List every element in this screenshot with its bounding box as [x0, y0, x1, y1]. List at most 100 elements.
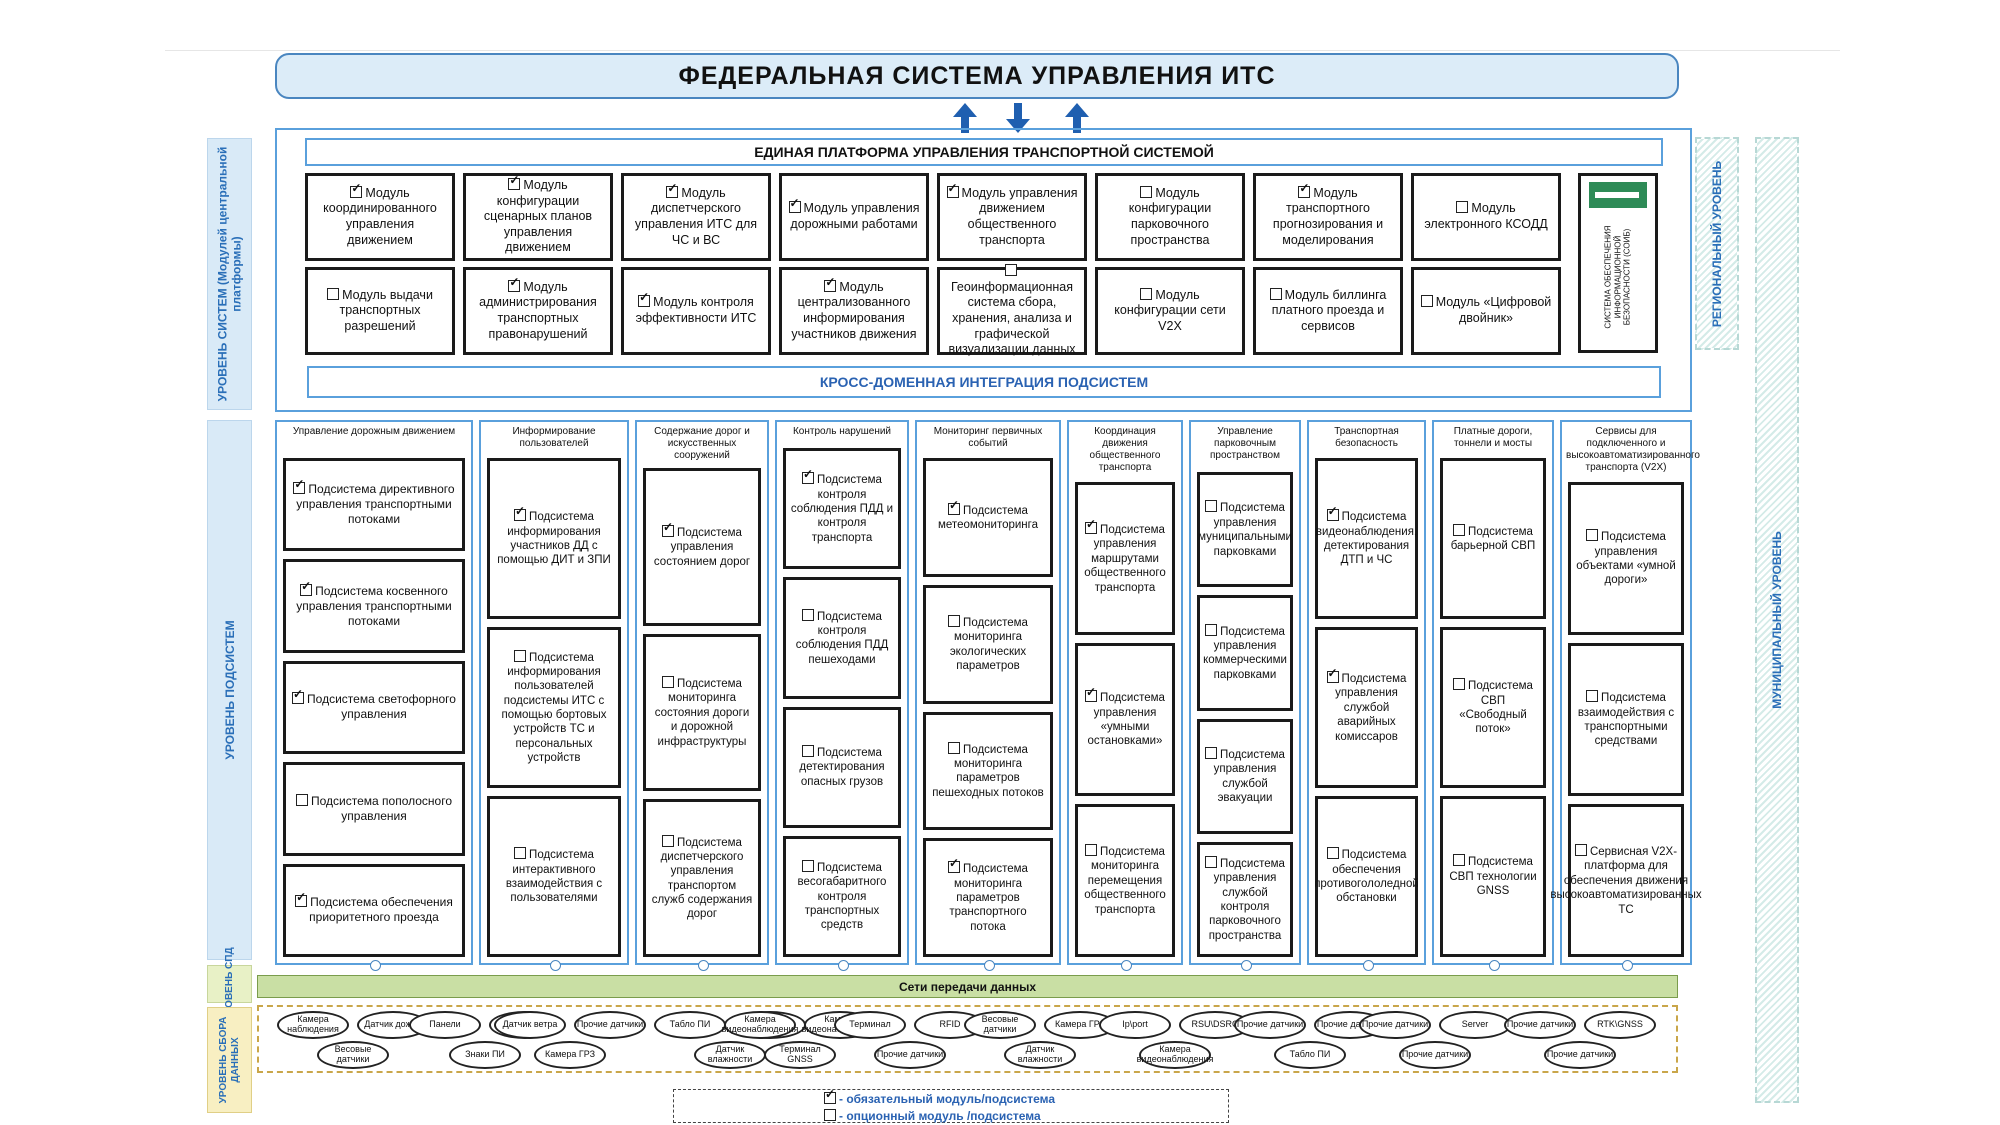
module-box-label: Модуль конфигурации сценарных планов упр…	[483, 177, 593, 255]
module-box: Модуль «Цифровой двойник»	[1411, 267, 1561, 355]
sensor-oval: Server	[1439, 1011, 1511, 1039]
subsystem-box-label: Подсистема видеонаблюдения, детектирован…	[1315, 511, 1418, 567]
subsystem-box-label: Подсистема информирования пользователей …	[501, 651, 607, 765]
subsystem-box: Подсистема управления службой аварийных …	[1315, 627, 1418, 788]
checkbox-checked-icon	[1326, 666, 1339, 684]
subsystem-box-label: Подсистема СВП технологии GNSS	[1449, 856, 1537, 898]
subsystem-box: Подсистема светофорного управления	[283, 660, 465, 755]
legend-mandatory: - обязательный модуль/подсистема	[824, 1087, 1055, 1106]
subsystem-box: Подсистема информирования участников ДД …	[487, 458, 621, 619]
checkbox-empty-icon	[1140, 287, 1153, 300]
subsystem-box: Подсистема мониторинга параметров трансп…	[923, 838, 1053, 957]
sensor-oval: Камера ГРЗ	[1044, 1011, 1116, 1039]
module-box-label: Модуль «Цифровой двойник»	[1435, 295, 1552, 325]
subsystem-box-label: Подсистема мониторинга экологических пар…	[949, 616, 1028, 672]
sensor-oval: Ip\port	[1099, 1011, 1171, 1039]
connector-dot	[1121, 960, 1132, 971]
module-box: Модуль выдачи транспортных разрешений	[305, 267, 455, 355]
connector-dot	[984, 960, 995, 971]
module-box: Модуль управления дорожными работами	[779, 173, 929, 261]
subsystem-box: Подсистема управления маршрутами обществ…	[1075, 482, 1175, 635]
checkbox-empty-icon	[1420, 295, 1433, 308]
subsystem-box: Подсистема управления объектами «умной д…	[1568, 482, 1684, 635]
connector-dot	[838, 960, 849, 971]
module-box: Модуль централизованного информирования …	[779, 267, 929, 355]
federal-system-title: ФЕДЕРАЛЬНАЯ СИСТЕМА УПРАВЛЕНИЯ ИТС	[275, 53, 1679, 99]
checkbox-checked-icon	[514, 504, 527, 522]
module-box-label: Модуль конфигурации сети V2X	[1114, 287, 1226, 333]
subsystem-box-label: Подсистема обеспечения приоритетного про…	[309, 895, 453, 925]
data-network-bar: Сети передачи данных	[257, 975, 1678, 998]
subsystem-box: Подсистема управления муниципальными пар…	[1197, 472, 1293, 588]
checkbox-empty-icon	[1586, 690, 1599, 703]
subsystem-box-label: Подсистема управления коммерческими парк…	[1203, 625, 1287, 681]
checkbox-empty-icon	[1205, 746, 1218, 759]
column-title: Управление парковочным пространством	[1210, 426, 1280, 461]
module-box: Модуль конфигурации сети V2X	[1095, 267, 1245, 355]
module-box-label: Модуль контроля эффективности ИТС	[635, 295, 757, 325]
checkbox-checked-icon	[292, 687, 305, 705]
central-platform	[275, 128, 1692, 412]
subsystem-box-label: Подсистема метеомониторинга	[938, 504, 1038, 531]
level-collection-label: УРОВЕНЬ СБОРА ДАННЫХ	[207, 1007, 252, 1113]
connector-dot	[1622, 960, 1633, 971]
module-box: Модуль конфигурации сценарных планов упр…	[463, 173, 613, 261]
module-box: Модуль электронного КСОДД	[1411, 173, 1561, 261]
checkbox-empty-icon	[802, 859, 815, 872]
regional-level-label: РЕГИОНАЛЬНЫЙ УРОВЕНЬ	[1695, 137, 1739, 350]
module-box-label: Геоинформационная система сбора, хранени…	[948, 279, 1076, 357]
subsystem-box: Подсистема управления службой эвакуации	[1197, 718, 1293, 834]
checkbox-checked-icon	[948, 856, 961, 874]
module-box-label: Модуль биллинга платного проезда и серви…	[1271, 287, 1387, 333]
subsystem-box: Подсистема интерактивного взаимодействия…	[487, 796, 621, 957]
connector-dot	[1362, 960, 1374, 971]
module-box: Модуль диспетчерского управления ИТС для…	[621, 173, 771, 261]
sensor-oval: Весовые датчики	[964, 1011, 1036, 1039]
checkbox-empty-icon	[824, 1109, 836, 1121]
checkbox-empty-icon	[514, 649, 527, 662]
level-spd-label: УРОВЕНЬ СПД	[207, 947, 252, 1021]
module-box: Модуль транспортного прогнозирования и м…	[1253, 173, 1403, 261]
legend: - обязательный модуль/подсистема - опцио…	[673, 1087, 1229, 1123]
column-title: Платные дороги, тоннели и мосты	[1453, 426, 1533, 449]
subsystem-box-label: Подсистема пополосного управления	[310, 793, 452, 823]
sensor-oval: Панели	[409, 1011, 481, 1039]
subsystem-box-label: Подсистема управления объектами «умной д…	[1576, 531, 1676, 587]
sensor-oval: Табло ПИ	[1274, 1041, 1346, 1069]
checkbox-checked-icon	[508, 275, 521, 292]
legend-optional: - опционный модуль /подсистема	[824, 1109, 1041, 1123]
checkbox-empty-icon	[1453, 523, 1466, 536]
checkbox-checked-icon	[824, 275, 837, 292]
checkbox-empty-icon	[1269, 287, 1282, 300]
sensor-oval: Прочие датчики	[1504, 1011, 1576, 1039]
level-subsystems-label: УРОВЕНЬ ПОДСИСТЕМ	[207, 420, 252, 960]
subsystem-box-label: Подсистема мониторинга перемещения общес…	[1084, 846, 1166, 916]
column-title: Координация движения общественного транс…	[1089, 426, 1161, 473]
checkbox-empty-icon	[514, 847, 527, 860]
sensor-oval: Прочие датчики	[1359, 1011, 1431, 1039]
column-title: Информирование пользователей	[512, 426, 596, 449]
subsystem-box: Подсистема барьерной СВП	[1440, 458, 1546, 619]
checkbox-empty-icon	[1004, 264, 1017, 277]
arrow-up-icon	[1065, 103, 1089, 133]
checkbox-checked-icon	[802, 467, 815, 485]
subsystem-box: Подсистема обеспечения противогололедной…	[1314, 796, 1419, 957]
module-box: Модуль администрирования транспортных пр…	[463, 267, 613, 355]
subsystem-box: Подсистема управления состоянием дорог	[643, 468, 761, 626]
sensor-oval: Камера видеонаблюдения	[1137, 1041, 1213, 1069]
module-box-label: Модуль выдачи транспортных разрешений	[339, 287, 433, 333]
subsystem-box: Подсистема детектирования опасных грузов	[783, 706, 901, 828]
sensor-oval: Датчик влажности	[1004, 1041, 1076, 1069]
checkbox-checked-icon	[948, 498, 961, 515]
checkbox-empty-icon	[948, 614, 961, 627]
arrow-up-icon	[953, 103, 977, 133]
security-logo-icon	[1589, 182, 1647, 208]
checkbox-empty-icon	[948, 741, 961, 754]
subsystem-box-label: Подсистема косвенного управления транспо…	[296, 583, 452, 628]
checkbox-checked-icon	[1085, 517, 1098, 535]
sensor-oval: Терминал	[834, 1011, 906, 1039]
subsystem-box-label: Подсистема весогабаритного контроля тран…	[797, 861, 887, 932]
subsystem-box-label: Подсистема управления службой аварийных …	[1335, 673, 1407, 743]
subsystem-box-label: Подсистема мониторинга параметров пешехо…	[932, 743, 1044, 799]
subsystem-box: Подсистема мониторинга параметров пешехо…	[923, 711, 1053, 831]
